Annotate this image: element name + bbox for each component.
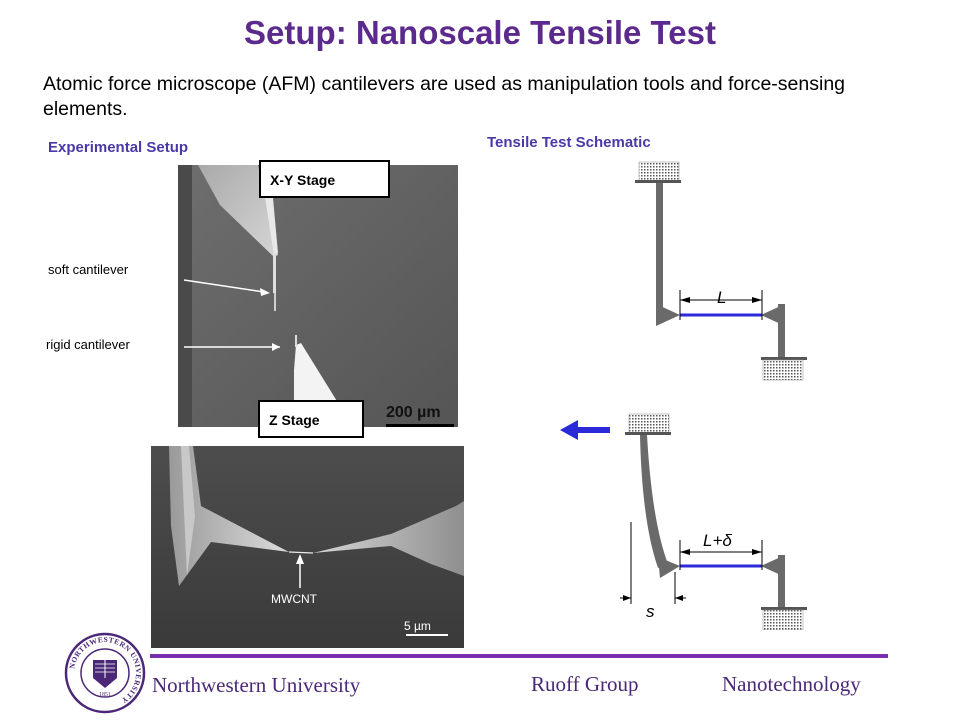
footer-group: Ruoff Group	[531, 672, 639, 696]
scale-bar-bottom	[406, 634, 448, 636]
seal-year: 1851	[99, 692, 111, 698]
mwcnt-specimen	[288, 551, 314, 554]
upper-clamp	[638, 161, 680, 183]
label-arrows	[183, 279, 280, 351]
deflection-label: s	[646, 602, 655, 621]
university-seal-icon: NORTHWESTERN UNIVERSITY 1851	[64, 632, 146, 714]
xy-stage-label: X-Y Stage	[259, 160, 390, 198]
scale-label-top: 200 µm	[386, 404, 441, 421]
footer-rule	[150, 654, 888, 658]
left-cantilever-tip	[169, 446, 289, 586]
soft-cantilever-label: soft cantilever	[48, 262, 129, 277]
soft-beam	[656, 183, 663, 323]
soft-cantilever-shape	[198, 165, 278, 257]
intro-text: Atomic force microscope (AFM) cantilever…	[43, 73, 846, 120]
stretched-length-label: L+δ	[703, 531, 732, 550]
footer-university: Northwestern University	[152, 673, 361, 697]
right-cantilever-tip	[313, 501, 464, 576]
length-label: L	[717, 288, 727, 307]
schematic-stretched	[620, 413, 807, 630]
slide-title: Setup: Nanoscale Tensile Test	[244, 14, 716, 51]
schematic-unstretched	[635, 161, 807, 381]
pull-direction-arrow-icon	[560, 420, 610, 440]
sem-image-setup	[178, 165, 458, 427]
lower-clamp-2	[762, 609, 804, 630]
sem-image-mwcnt	[151, 446, 464, 648]
schematic-heading: Tensile Test Schematic	[487, 134, 651, 151]
rigid-beam	[778, 304, 785, 359]
scale-label-bottom: 5 µm	[404, 619, 431, 633]
experimental-setup-heading: Experimental Setup	[48, 139, 189, 156]
deflected-soft-beam	[640, 435, 668, 568]
upper-clamp-2	[628, 413, 670, 435]
rigid-cantilever-label: rigid cantilever	[46, 337, 130, 352]
rigid-beam-2	[778, 555, 785, 610]
mwcnt-label: MWCNT	[271, 592, 317, 606]
scale-bar-top	[386, 424, 454, 427]
arrow-rigid-icon	[272, 343, 280, 351]
arrow-mwcnt-icon	[296, 554, 304, 564]
z-stage-label: Z Stage	[258, 400, 364, 438]
footer-field: Nanotechnology	[722, 672, 861, 696]
lower-clamp	[762, 359, 804, 381]
arrow-soft-icon	[260, 288, 270, 296]
